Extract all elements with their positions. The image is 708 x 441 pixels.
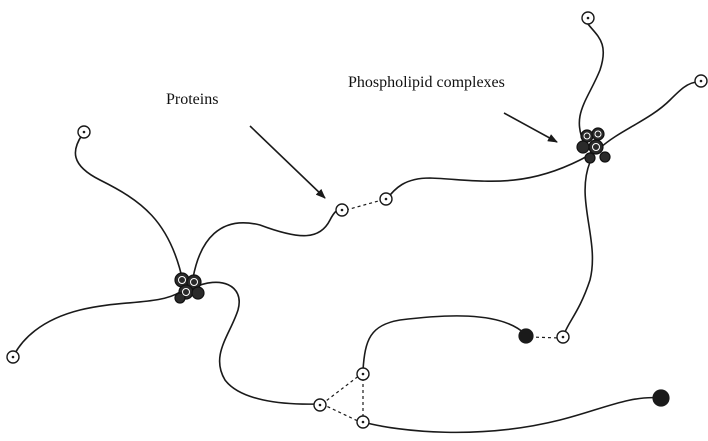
phospholipid-cluster-right (577, 128, 610, 163)
chain-bottom-to-far-right (363, 398, 660, 433)
chain-middle-loop (363, 316, 525, 370)
proteins-label: Proteins (166, 91, 218, 108)
chain-protein-to-right-cluster (386, 150, 592, 200)
crosslink-tri-b (322, 404, 360, 422)
chain-top-to-right-cluster (579, 20, 603, 145)
end-node (336, 204, 348, 216)
crosslink-tri-a (322, 375, 360, 404)
filled-end-node (519, 329, 533, 343)
end-node (357, 368, 369, 380)
crosslink-central (346, 200, 382, 210)
phospholipid-complexes-label: Phospholipid complexes (348, 74, 505, 91)
chain-right-cluster-down (565, 162, 592, 332)
end-node (78, 126, 90, 138)
chain-right-cluster-to-far-right (600, 82, 698, 148)
phospholipid-arrow (504, 113, 557, 142)
chain-left-bottom (14, 292, 180, 355)
chain-cluster-to-protein (193, 208, 341, 278)
proteins-arrow (250, 126, 325, 198)
end-node (582, 12, 594, 24)
chain-cluster-to-bottom (193, 282, 318, 404)
chain-left-top (75, 135, 183, 282)
end-node (357, 416, 369, 428)
crosslink-right (530, 337, 560, 338)
crosslinks (322, 200, 560, 422)
end-node (7, 351, 19, 363)
end-node (695, 75, 707, 87)
end-node (557, 331, 569, 343)
filled-end-node (653, 390, 669, 406)
phospholipid-cluster-left (175, 273, 204, 303)
end-node (314, 399, 326, 411)
filled-nodes (519, 329, 669, 406)
end-node (380, 193, 392, 205)
